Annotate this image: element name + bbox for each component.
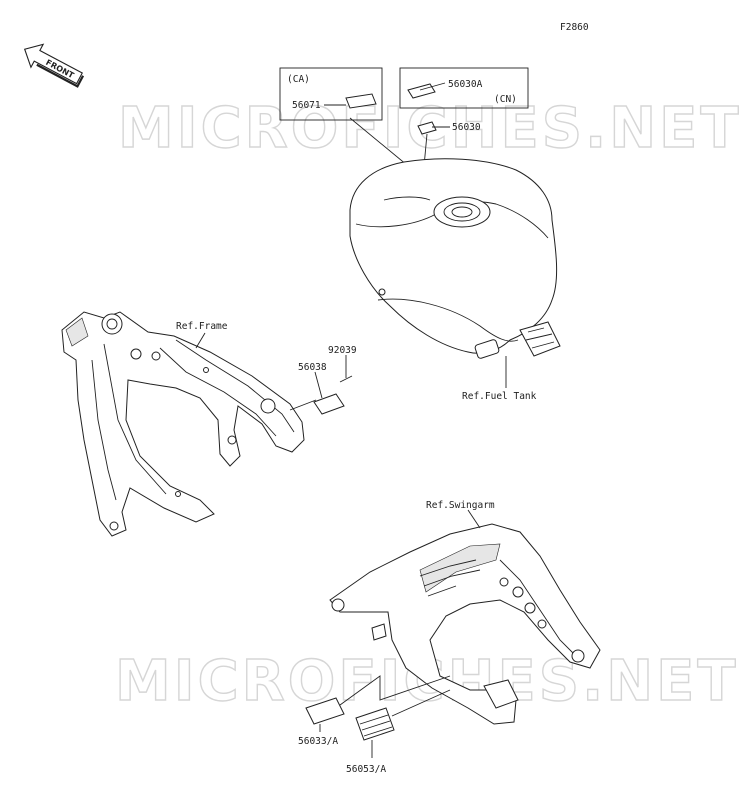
figure-id: F2860: [560, 22, 589, 33]
front-arrow-icon: FRONT: [23, 43, 85, 88]
part-56030-label: 56030: [452, 122, 481, 133]
part-56053A-label: 56053/A: [346, 764, 386, 775]
part-56030A-label: 56030A: [448, 79, 483, 90]
swingarm: [329, 523, 601, 725]
cn-box: 56030A (CN): [399, 67, 529, 109]
ca-box: (CA) 56071: [279, 67, 383, 121]
part-92039-label: 92039: [328, 345, 357, 356]
part-56071-label: 56071: [292, 100, 321, 111]
part-56033A-label: 56033/A: [298, 736, 338, 747]
ref-swingarm-label: Ref.Swingarm: [426, 500, 495, 511]
cn-region-label: (CN): [494, 94, 517, 105]
ca-region-label: (CA): [287, 74, 310, 85]
frame: [61, 311, 305, 537]
ref-fuel-tank-label: Ref.Fuel Tank: [462, 391, 537, 402]
ref-frame-label: Ref.Frame: [176, 321, 228, 332]
part-56033A-sticker: [305, 697, 345, 725]
fuel-tank: [349, 158, 561, 359]
part-56030-sticker: [417, 121, 437, 135]
part-56038-sticker: [313, 393, 345, 415]
part-56038-label: 56038: [298, 362, 327, 373]
